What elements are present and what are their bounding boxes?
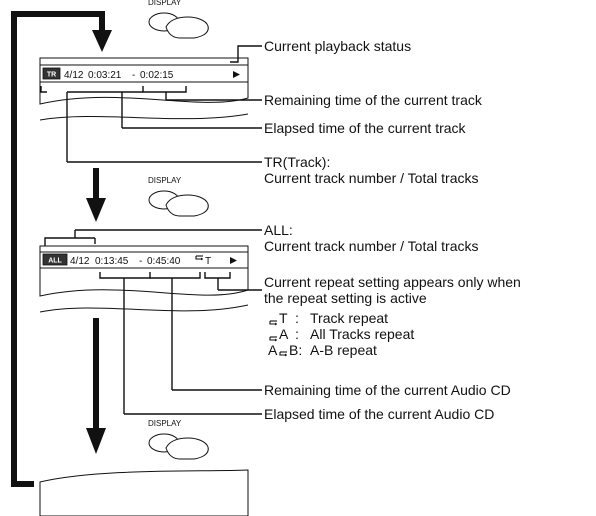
label-elapsed-track: Elapsed time of the current track [264,120,466,136]
label-all-desc: Current track number / Total tracks [264,238,479,254]
screen2-track: 4/12 [70,256,90,267]
label-repeat-line2: the repeat setting is active [264,290,427,306]
label-remaining-cd: Remaining time of the current Audio CD [264,382,511,398]
repeat-a-desc: All Tracks repeat [310,326,415,342]
tv-screen-2: ALL 4/12 0:13:45 - 0:45:40 T [39,245,249,313]
repeat-a-sep: : [295,326,299,342]
label-repeat-line1: Current repeat setting appears only when [264,274,521,290]
tv-screen-3 [39,469,249,516]
tr-badge: TR [47,72,56,79]
repeat-ab-desc: A-B repeat [310,342,377,358]
all-badge: ALL [48,258,62,265]
screen2-elapsed: 0:13:45 [95,256,129,267]
down-arrow-1 [86,168,106,222]
repeat-ab-symbol-b: B: [289,342,303,358]
repeat-ab-symbol-a: A [268,342,278,358]
label-elapsed-cd: Elapsed time of the current Audio CD [264,406,495,422]
screen1-remaining: 0:02:15 [140,70,174,81]
label-remaining-track: Remaining time of the current track [264,92,482,108]
screen1-separator: - [132,70,135,81]
display-button-3[interactable]: DISPLAY [148,419,209,460]
repeat-t-symbol: T [279,310,288,326]
down-arrow-2 [86,318,106,454]
display-button-2[interactable]: DISPLAY [148,176,209,217]
screen2-callouts [44,229,262,415]
display-button-label: DISPLAY [148,0,182,7]
screen2-remaining: 0:45:40 [147,256,181,267]
screen2-separator: - [139,256,142,267]
repeat-t-sep: : [295,310,299,326]
screen1-track: 4/12 [64,70,84,81]
label-tr-title: TR(Track): [264,154,331,170]
play-triangle-icon [230,257,237,264]
display-button-label: DISPLAY [148,419,182,428]
label-playback-status: Current playback status [264,38,412,54]
display-button-1[interactable]: DISPLAY [148,0,209,39]
repeat-a-symbol: A [279,326,289,342]
loop-return-arrow [11,11,112,487]
screen1-callouts [40,45,262,163]
repeat-t-desc: Track repeat [310,310,389,326]
play-triangle-icon [233,71,240,78]
label-all-title: ALL: [264,222,293,238]
label-tr-desc: Current track number / Total tracks [264,170,479,186]
display-button-label: DISPLAY [148,176,182,185]
screen1-elapsed: 0:03:21 [88,70,122,81]
screen2-repeat: T [205,256,211,267]
tv-screen-1: TR 4/12 0:03:21 - 0:02:15 [39,57,249,121]
